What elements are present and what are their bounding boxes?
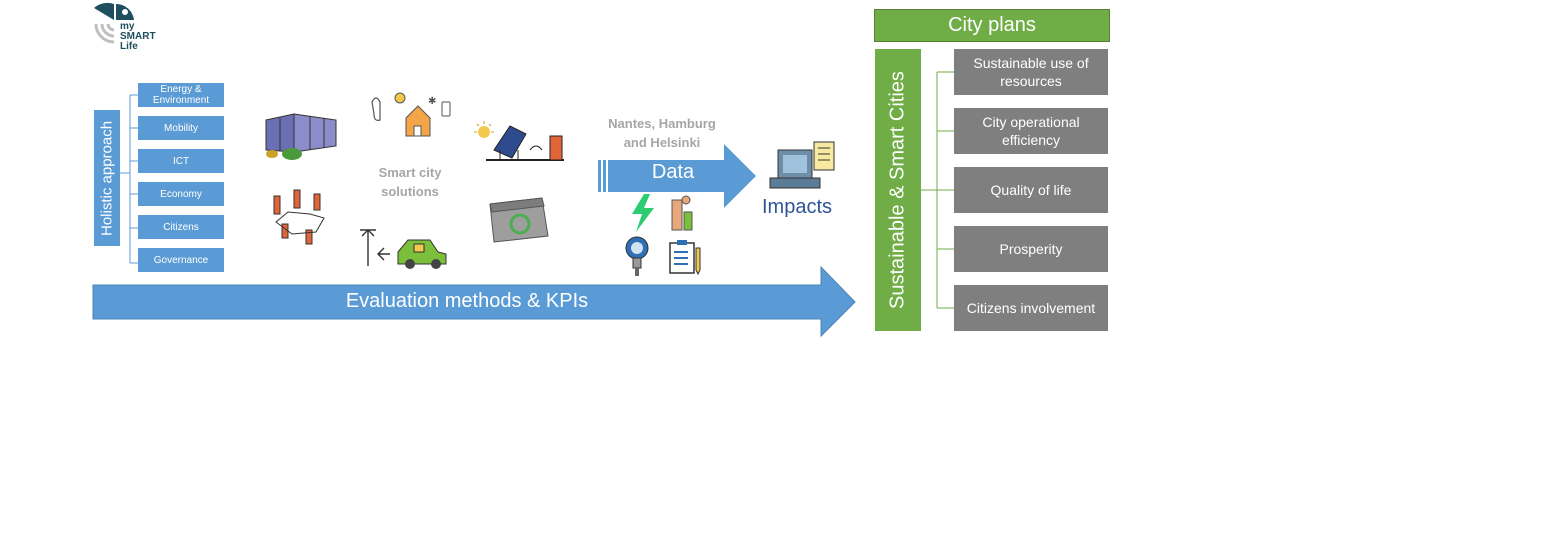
category-economy: Economy (138, 182, 224, 206)
recycling-bin-icon (489, 197, 549, 243)
category-energy-environment: Energy & Environment (138, 83, 224, 107)
logo-text-my: my (120, 21, 135, 32)
logo-text-life: Life (120, 41, 138, 52)
logo-icon (94, 2, 134, 44)
outcomes-connector (921, 71, 954, 309)
holistic-connector (120, 94, 138, 264)
city-district-icon (273, 189, 325, 245)
holistic-approach-label: Holistic approach (94, 110, 120, 246)
lightning-icon (632, 194, 654, 232)
sustainable-smart-cities-box: Sustainable & Smart Cities (875, 49, 921, 331)
computer-icon (769, 141, 835, 189)
category-citizens: Citizens (138, 215, 224, 239)
smart-city-solutions-label: Smart city solutions (378, 165, 442, 199)
logo-text-smart: SMART (120, 31, 156, 42)
svg-text:✱: ✱ (428, 96, 436, 107)
solar-panel-icon (474, 121, 564, 161)
outcome-sustainable-resources: Sustainable use of resources (954, 49, 1108, 95)
electric-car-icon (360, 229, 447, 269)
city-plans-box: City plans (874, 9, 1110, 42)
category-governance: Governance (138, 248, 224, 272)
outcome-quality-of-life: Quality of life (954, 167, 1108, 213)
category-ict: ICT (138, 149, 224, 173)
cities-label: Nantes, Hamburg and Helsinki (608, 116, 716, 150)
outcome-citizens-involvement: Citizens involvement (954, 285, 1108, 331)
logo: my SMART Life (92, 2, 172, 58)
outcome-operational-efficiency: City operational efficiency (954, 108, 1108, 154)
outcome-prosperity: Prosperity (954, 226, 1108, 272)
evaluation-label: Evaluation methods & KPIs (345, 290, 589, 312)
data-arrow (598, 144, 756, 208)
holistic-approach-text: Holistic approach (98, 120, 116, 236)
smart-home-icon: ✱ (371, 92, 451, 137)
impacts-label: Impacts (761, 196, 833, 218)
checklist-icon (669, 240, 701, 276)
sustainable-smart-cities-label: Sustainable & Smart Cities (886, 71, 909, 309)
sensor-gauge-icon (625, 236, 649, 276)
thermometer-building-icon (671, 195, 693, 231)
building-icon (265, 113, 337, 160)
evaluation-arrow (92, 266, 856, 338)
category-mobility: Mobility (138, 116, 224, 140)
data-label: Data (651, 161, 695, 183)
city-plans-label: City plans (948, 14, 1036, 36)
